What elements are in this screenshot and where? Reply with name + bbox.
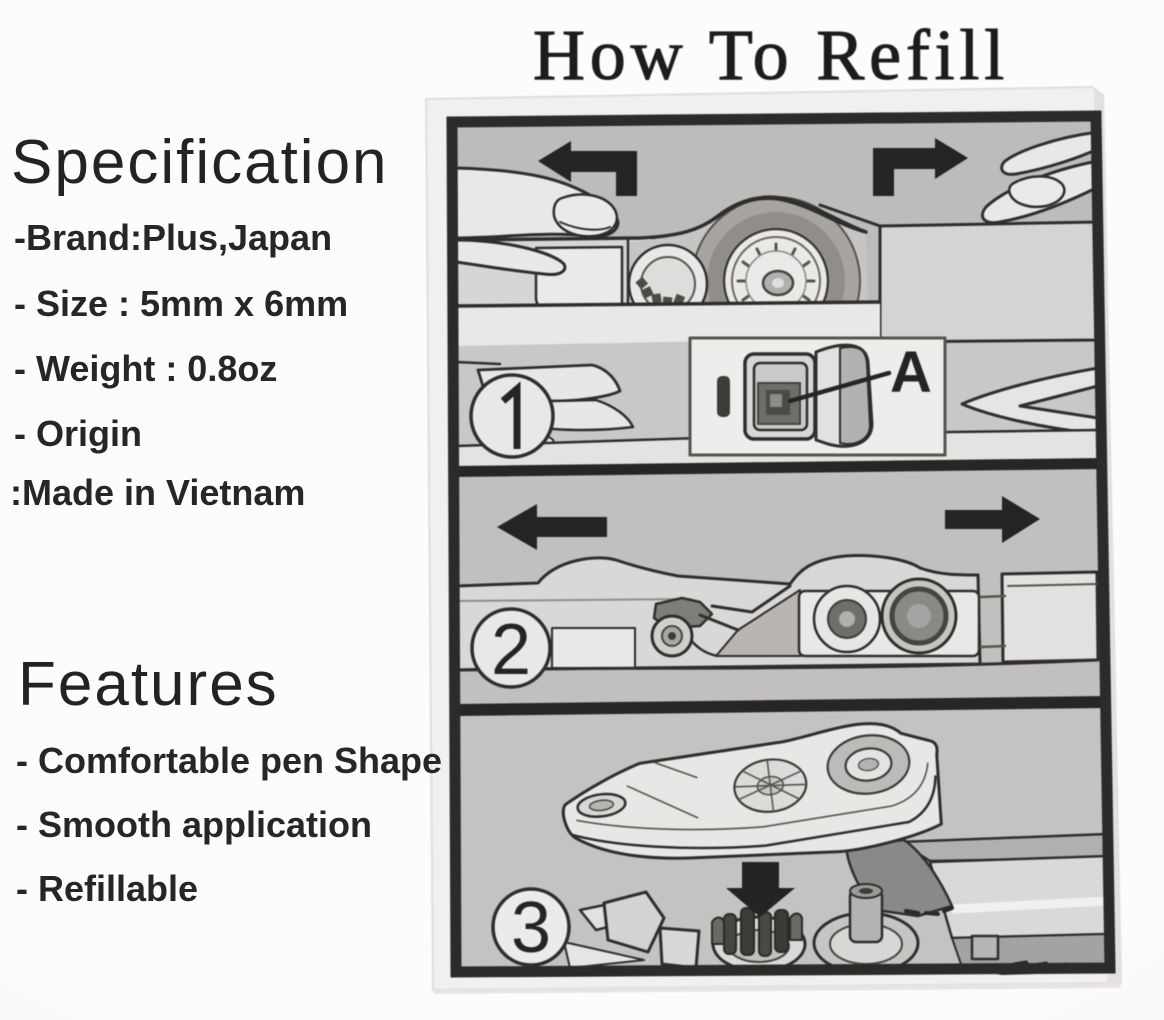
svg-text:3: 3 <box>511 888 551 968</box>
svg-text:2: 2 <box>491 610 531 690</box>
svg-text:A: A <box>890 340 932 405</box>
